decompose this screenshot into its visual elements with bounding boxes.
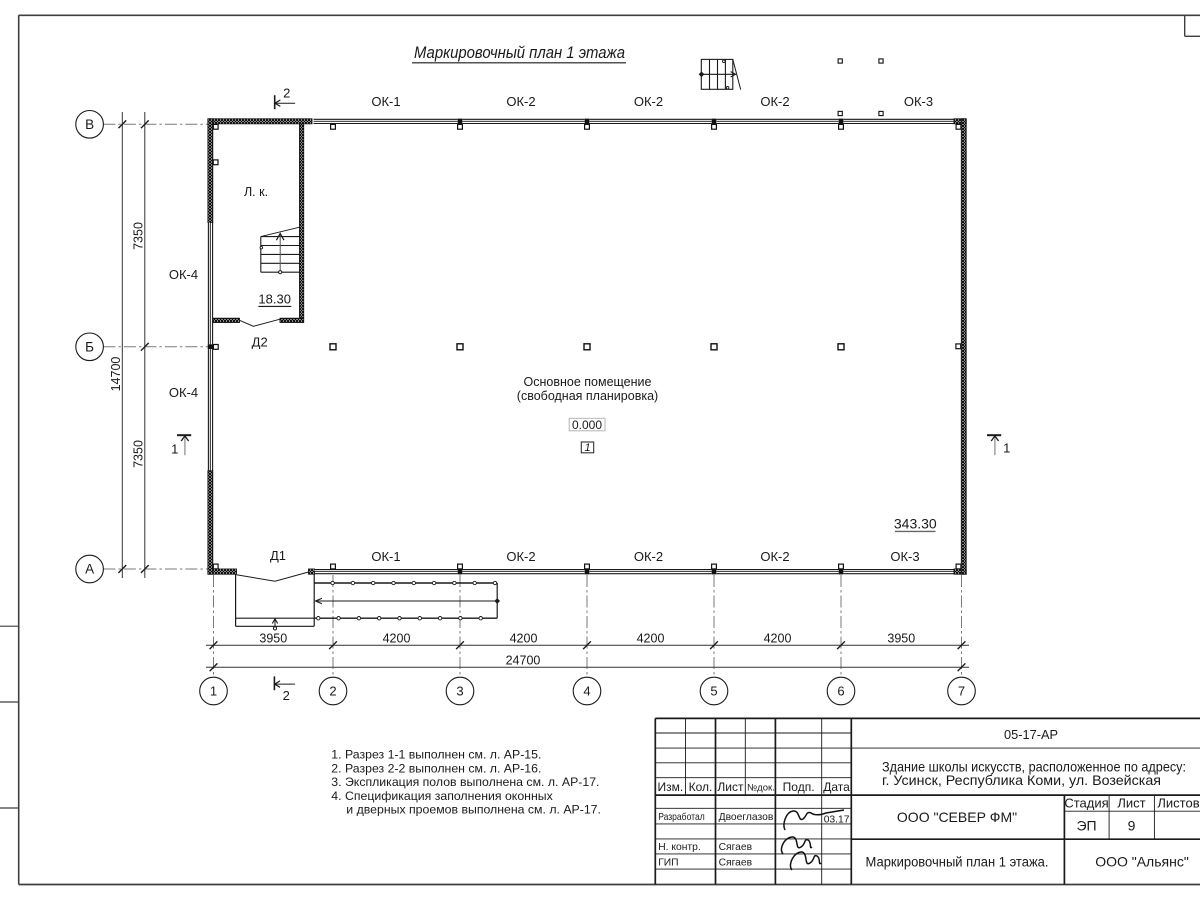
svg-text:ЭП: ЭП (1076, 818, 1096, 834)
svg-text:ООО "Альянс": ООО "Альянс" (1095, 853, 1189, 869)
svg-text:3. Экспликация полов выполнена: 3. Экспликация полов выполнена см. л. АР… (331, 775, 599, 789)
svg-text:ГИП: ГИП (658, 857, 678, 868)
svg-text:Л. к.: Л. к. (244, 185, 268, 199)
svg-text:24700: 24700 (506, 653, 541, 667)
svg-text:Лист: Лист (717, 780, 744, 794)
svg-text:ОК-2: ОК-2 (506, 94, 535, 109)
svg-text:Лист: Лист (1117, 795, 1145, 810)
svg-text:14700: 14700 (109, 357, 123, 392)
svg-text:Здание школы искусств, располо: Здание школы искусств, расположенное по … (882, 759, 1186, 774)
svg-text:05-17-АР: 05-17-АР (1004, 727, 1058, 742)
svg-text:ОК-3: ОК-3 (890, 549, 919, 564)
svg-text:4. Спецификация заполнения око: 4. Спецификация заполнения оконных (331, 789, 553, 803)
svg-text:7350: 7350 (131, 222, 145, 250)
svg-text:3950: 3950 (887, 631, 915, 645)
svg-text:(свободная планировка): (свободная планировка) (517, 389, 658, 403)
svg-text:ОК-3: ОК-3 (904, 94, 933, 109)
svg-text:03.17: 03.17 (824, 814, 850, 825)
svg-text:2: 2 (283, 688, 290, 703)
svg-text:Дата: Дата (823, 780, 850, 794)
svg-text:ОК-1: ОК-1 (371, 94, 400, 109)
svg-text:и дверных проемов выполнена см: и дверных проемов выполнена см. л. АР-17… (346, 803, 601, 817)
svg-text:А: А (85, 562, 94, 577)
svg-text:1: 1 (171, 442, 178, 457)
svg-text:г. Усинск, Республика Коми, ул: г. Усинск, Республика Коми, ул. Возейска… (882, 773, 1161, 788)
svg-text:ОК-2: ОК-2 (634, 94, 663, 109)
svg-text:9: 9 (1128, 818, 1136, 834)
svg-text:ОК-2: ОК-2 (760, 94, 789, 109)
svg-text:ОК-2: ОК-2 (506, 549, 535, 564)
svg-text:1. Разрез 1-1 выполнен см. л.: 1. Разрез 1-1 выполнен см. л. АР-15. (331, 748, 541, 762)
svg-text:ОК-2: ОК-2 (760, 549, 789, 564)
svg-text:Разработал: Разработал (658, 811, 705, 823)
svg-text:3: 3 (456, 684, 463, 699)
svg-text:6: 6 (837, 684, 844, 699)
svg-text:Б: Б (85, 340, 94, 355)
svg-text:Сягаев: Сягаев (719, 857, 753, 868)
svg-text:Листов: Листов (1157, 795, 1199, 810)
svg-text:ОК-4: ОК-4 (169, 385, 198, 400)
svg-text:2: 2 (283, 86, 290, 101)
svg-text:Двоеглазов: Двоеглазов (719, 812, 774, 823)
svg-text:1: 1 (1003, 441, 1010, 456)
svg-text:ООО "СЕВЕР ФМ": ООО "СЕВЕР ФМ" (897, 809, 1017, 825)
svg-text:7: 7 (958, 684, 965, 699)
svg-text:5: 5 (710, 684, 717, 699)
svg-text:2: 2 (329, 684, 336, 699)
svg-text:7350: 7350 (131, 440, 145, 468)
svg-text:Изм.: Изм. (658, 780, 684, 794)
svg-text:0.000: 0.000 (572, 418, 602, 432)
svg-text:4: 4 (583, 684, 590, 699)
svg-text:343.30: 343.30 (894, 515, 937, 531)
svg-text:2. Разрез 2-2 выполнен см. л.: 2. Разрез 2-2 выполнен см. л. АР-16. (331, 761, 541, 775)
svg-text:Маркировочный план 1 этажа.: Маркировочный план 1 этажа. (866, 854, 1049, 869)
svg-text:1: 1 (210, 684, 217, 699)
svg-text:В: В (85, 117, 94, 132)
svg-text:Маркировочный план 1 этажа: Маркировочный план 1 этажа (414, 44, 625, 62)
svg-text:Подп.: Подп. (783, 780, 815, 794)
svg-text:4200: 4200 (510, 631, 538, 645)
svg-text:1: 1 (584, 442, 590, 454)
svg-text:Сягаев: Сягаев (719, 842, 753, 853)
svg-text:Кол.: Кол. (689, 780, 713, 794)
svg-text:№док.: №док. (747, 782, 775, 793)
svg-text:18.30: 18.30 (258, 292, 291, 307)
svg-text:ОК-4: ОК-4 (169, 267, 198, 282)
svg-text:Стадия: Стадия (1064, 795, 1108, 810)
svg-text:Д1: Д1 (270, 548, 286, 563)
svg-text:Д2: Д2 (252, 335, 268, 350)
svg-text:ОК-2: ОК-2 (634, 549, 663, 564)
svg-text:3950: 3950 (259, 631, 287, 645)
svg-text:4200: 4200 (383, 631, 411, 645)
svg-text:4200: 4200 (764, 631, 792, 645)
svg-text:Н. контр.: Н. контр. (658, 842, 701, 853)
svg-text:4200: 4200 (637, 631, 665, 645)
svg-text:Основное помещение: Основное помещение (524, 375, 652, 389)
svg-text:ОК-1: ОК-1 (371, 549, 400, 564)
